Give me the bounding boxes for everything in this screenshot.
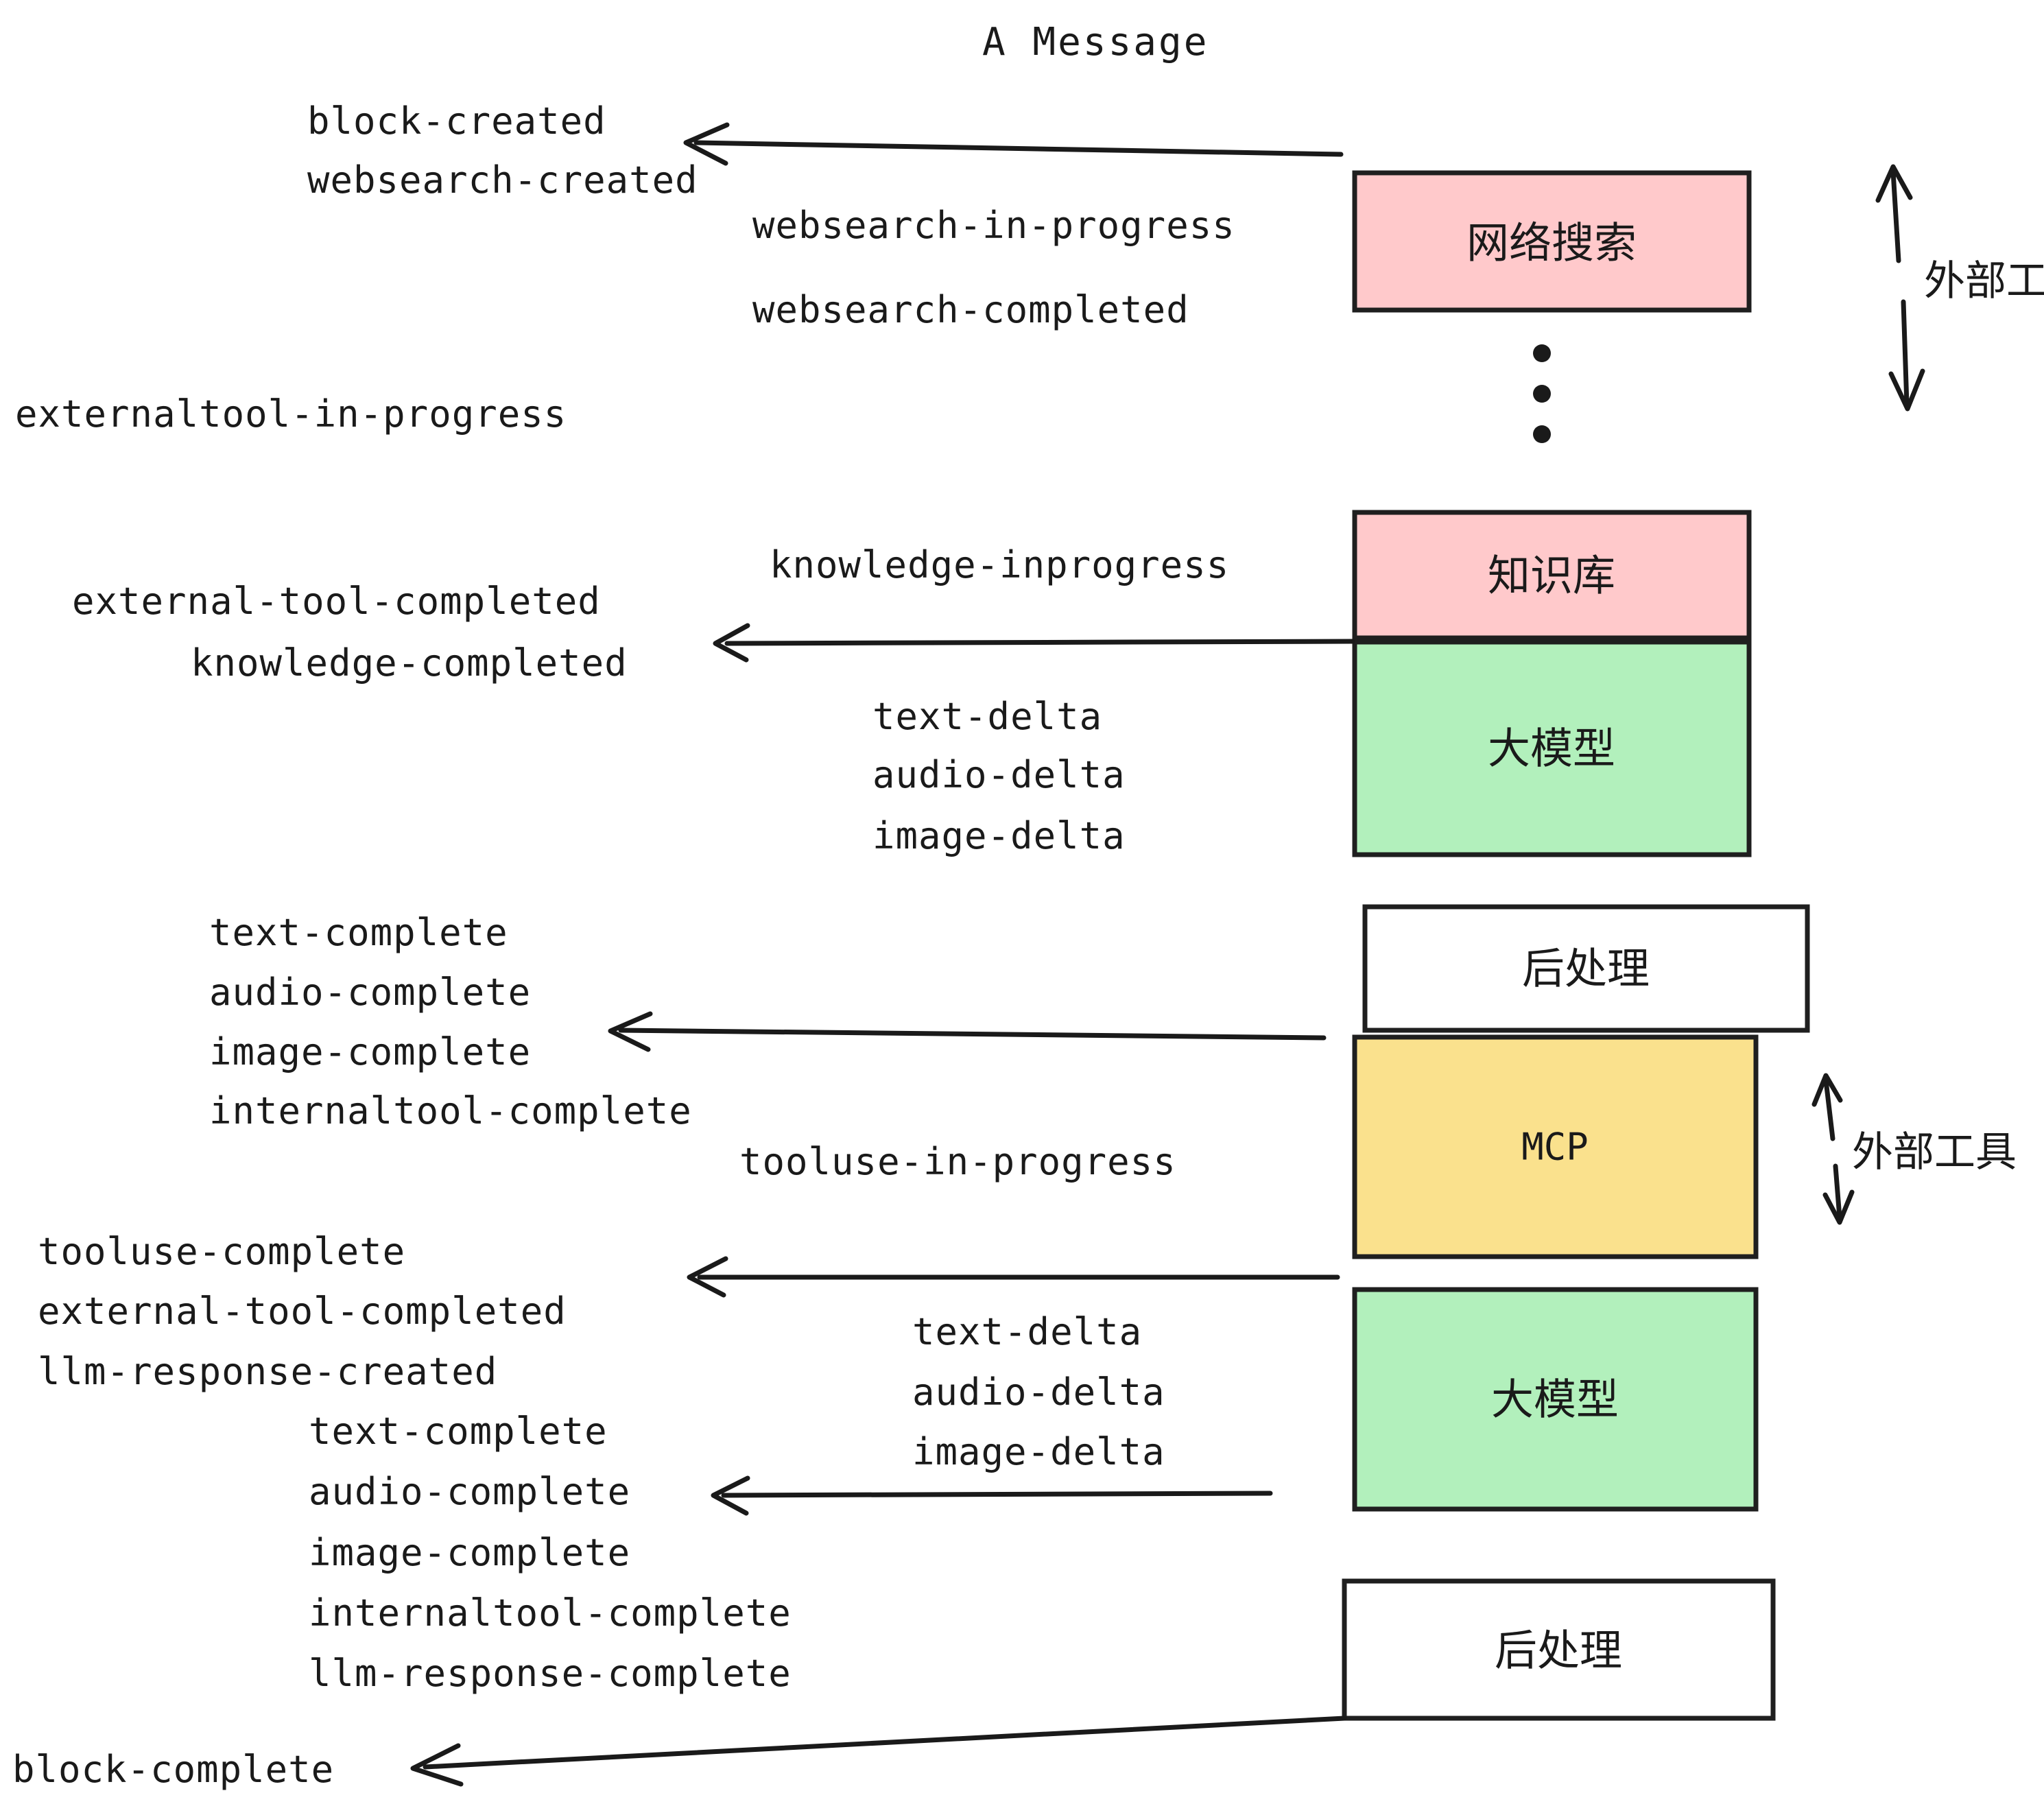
event-websearch-created: websearch-created bbox=[307, 158, 698, 202]
node-llm-second-label: 大模型 bbox=[1491, 1375, 1619, 1425]
event-websearch-in-progress: websearch-in-progress bbox=[752, 204, 1235, 247]
node-websearch-rect bbox=[1352, 170, 1752, 313]
node-llm-first[interactable]: 大模型 bbox=[1352, 639, 1752, 857]
event-audio-delta-1: audio-delta bbox=[872, 753, 1126, 796]
node-llm-second[interactable]: 大模型 bbox=[1352, 1287, 1759, 1512]
event-audio-delta-2: audio-delta bbox=[912, 1370, 1165, 1414]
node-postprocess-first[interactable]: 后处理 bbox=[1362, 904, 1810, 1033]
event-image-delta-1: image-delta bbox=[872, 814, 1126, 857]
event-external-tool-completed-2: external-tool-completed bbox=[38, 1290, 567, 1333]
node-mcp-rect bbox=[1352, 1034, 1759, 1259]
event-text-delta-2: text-delta bbox=[912, 1310, 1142, 1353]
event-internaltool-complete-2: internaltool-complete bbox=[309, 1591, 792, 1635]
external-tool-label-top: 外部工具 bbox=[1924, 257, 2044, 305]
event-tooluse-in-progress: tooluse-in-progress bbox=[739, 1140, 1176, 1183]
node-postprocess-second-rect bbox=[1342, 1578, 1776, 1721]
vertical-ellipsis bbox=[1533, 344, 1551, 443]
event-audio-complete-1: audio-complete bbox=[209, 971, 531, 1014]
node-postprocess-first-label: 后处理 bbox=[1522, 944, 1650, 994]
event-internaltool-complete-1: internaltool-complete bbox=[209, 1089, 692, 1132]
node-postprocess-second-label: 后处理 bbox=[1495, 1626, 1622, 1676]
ellipsis-dot bbox=[1533, 344, 1551, 362]
node-websearch-label: 网络搜索 bbox=[1466, 218, 1637, 268]
event-block-complete: block-complete bbox=[12, 1748, 334, 1791]
node-postprocess-second[interactable]: 后处理 bbox=[1342, 1578, 1776, 1721]
event-text-complete-1: text-complete bbox=[209, 911, 508, 954]
node-websearch[interactable]: 网络搜索 bbox=[1352, 170, 1752, 313]
external-tool-label-bottom: 外部工具 bbox=[1852, 1128, 2017, 1176]
node-postprocess-first-rect bbox=[1362, 904, 1810, 1033]
node-knowledge[interactable]: 知识库 bbox=[1352, 510, 1752, 641]
node-knowledge-label: 知识库 bbox=[1488, 551, 1615, 601]
event-image-complete-2: image-complete bbox=[309, 1531, 630, 1574]
event-external-tool-completed-1: external-tool-completed bbox=[72, 580, 601, 623]
arrow-image-complete bbox=[608, 1011, 1327, 1052]
external-tool-bracket-top: 外部工具 bbox=[1875, 164, 2044, 412]
ellipsis-dot bbox=[1533, 385, 1551, 403]
event-llm-response-created: llm-response-created bbox=[38, 1350, 497, 1393]
node-knowledge-rect bbox=[1352, 510, 1752, 641]
event-text-delta-1: text-delta bbox=[872, 695, 1102, 738]
node-llm-first-label: 大模型 bbox=[1488, 724, 1615, 774]
arrow-knowledge-completed bbox=[713, 623, 1355, 663]
event-externaltool-in-progress: externaltool-in-progress bbox=[15, 392, 567, 436]
event-image-complete-1: image-complete bbox=[209, 1030, 531, 1073]
event-image-delta-2: image-delta bbox=[912, 1430, 1165, 1473]
arrow-block-complete bbox=[410, 1716, 1347, 1787]
node-mcp-label: MCP bbox=[1521, 1126, 1589, 1169]
node-llm-second-rect bbox=[1352, 1287, 1759, 1512]
event-knowledge-inprogress: knowledge-inprogress bbox=[770, 543, 1229, 586]
event-audio-complete-2: audio-complete bbox=[309, 1470, 630, 1513]
node-mcp[interactable]: MCP bbox=[1352, 1034, 1759, 1259]
event-websearch-completed: websearch-completed bbox=[752, 288, 1189, 331]
node-llm-first-rect bbox=[1352, 639, 1752, 857]
arrow-block-created bbox=[683, 122, 1344, 166]
event-block-created: block-created bbox=[307, 99, 606, 143]
event-knowledge-completed: knowledge-completed bbox=[191, 641, 628, 685]
event-text-complete-2: text-complete bbox=[309, 1410, 608, 1453]
arrow-tooluse-complete bbox=[687, 1256, 1340, 1298]
ellipsis-dot bbox=[1533, 425, 1551, 443]
event-llm-response-complete: llm-response-complete bbox=[309, 1652, 792, 1695]
event-tooluse-complete: tooluse-complete bbox=[38, 1230, 405, 1273]
arrow-audio-complete bbox=[711, 1475, 1273, 1516]
page-title: A Message bbox=[982, 20, 1209, 64]
external-tool-bracket-bottom: 外部工具 bbox=[1811, 1073, 2017, 1225]
